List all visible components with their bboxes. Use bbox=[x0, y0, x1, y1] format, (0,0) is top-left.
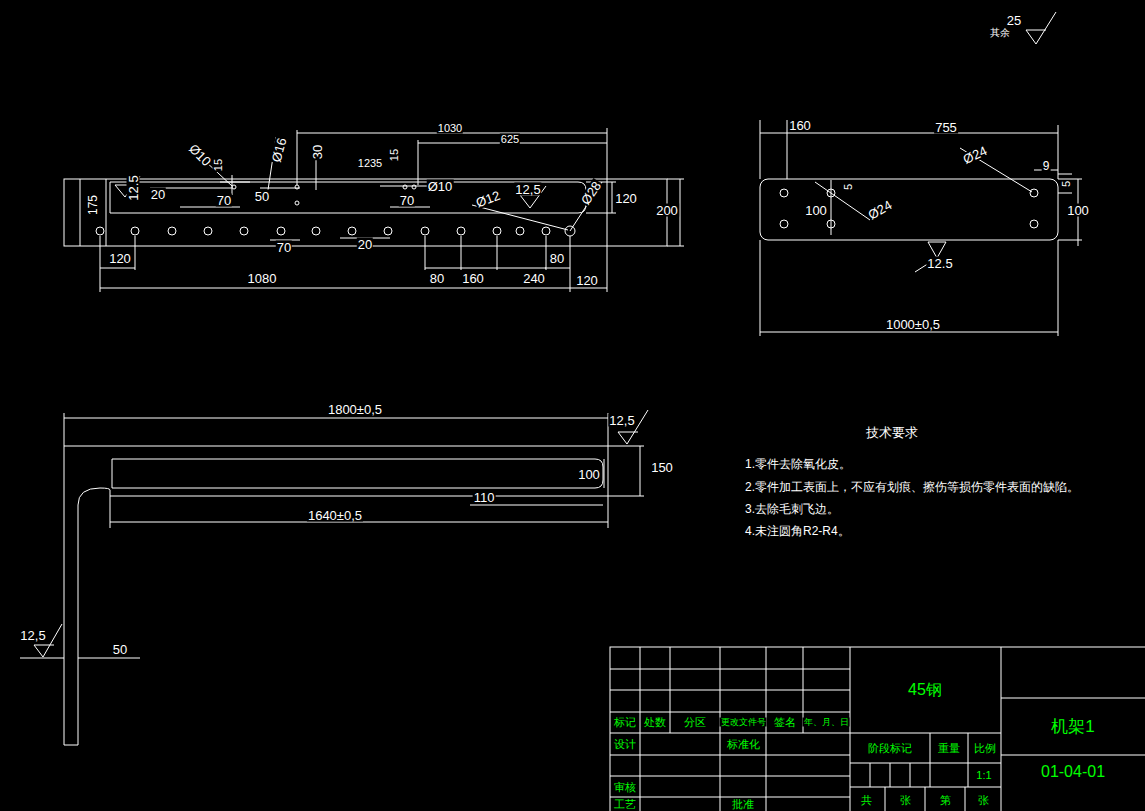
dimension-text: 1080 bbox=[247, 272, 278, 285]
title-block-text: 签名 bbox=[773, 717, 797, 728]
slot bbox=[110, 182, 586, 213]
dimension-text: 625 bbox=[500, 134, 520, 145]
dimension-text: 15 bbox=[213, 158, 224, 172]
dimension-text: 160 bbox=[461, 272, 485, 285]
title-block-text: 设计 bbox=[613, 739, 637, 750]
title-block-text: 1:1 bbox=[975, 770, 992, 781]
title-block-text: 处数 bbox=[643, 717, 667, 728]
dimension-text: 120 bbox=[108, 252, 132, 265]
dimension-text: 160 bbox=[788, 119, 812, 132]
dimension-text: 1235 bbox=[357, 158, 383, 169]
roughness-value: 25 bbox=[1006, 14, 1022, 27]
title-block-text: 重量 bbox=[937, 743, 961, 754]
dimension-text: 150 bbox=[650, 461, 674, 474]
note-text: 3.去除毛刺飞边。 bbox=[744, 503, 840, 515]
title-block-text: 共 bbox=[860, 795, 873, 806]
dimension-text: 50 bbox=[254, 190, 270, 203]
roughness-note: 其余 bbox=[989, 28, 1011, 38]
dimension-text: 240 bbox=[522, 272, 546, 285]
dimension-text: 120 bbox=[614, 192, 638, 205]
hole-row bbox=[96, 185, 575, 236]
title-block-text: 工艺 bbox=[613, 799, 637, 810]
roughness-symbol bbox=[1026, 12, 1056, 44]
dimension-lines bbox=[760, 120, 1082, 336]
slot bbox=[112, 459, 603, 488]
dimension-lines bbox=[100, 128, 684, 292]
title-block-text: 比例 bbox=[973, 743, 997, 754]
dimension-text: 755 bbox=[934, 121, 958, 134]
title-block-text: 审核 bbox=[613, 782, 637, 793]
roughness-value: 12.5 bbox=[127, 174, 140, 201]
dimension-text: 70 bbox=[216, 194, 232, 207]
title-block-grid bbox=[610, 647, 1145, 811]
dimension-text: 1800±0,5 bbox=[327, 403, 383, 416]
title-block-text: 标准化 bbox=[726, 739, 761, 750]
diameter-text: Ø10 bbox=[427, 180, 454, 193]
dimension-text: 5 bbox=[843, 183, 854, 191]
title-block-text: 更改文件号 bbox=[720, 718, 767, 727]
dimension-text: 20 bbox=[150, 188, 166, 201]
note-text: 2.零件加工表面上，不应有划痕、擦伤等损伤零件表面的缺陷。 bbox=[744, 481, 1080, 493]
dimension-text: 70 bbox=[399, 194, 415, 207]
roughness-value: 12,5 bbox=[19, 629, 46, 642]
dimension-text: 5 bbox=[1061, 180, 1072, 188]
dimension-text: 1030 bbox=[437, 123, 463, 134]
diameter-text: Ø12 bbox=[473, 188, 502, 209]
part-name: 机架1 bbox=[1050, 718, 1095, 735]
dimension-text: 1640±0,5 bbox=[307, 509, 363, 522]
title-block-text: 标记 bbox=[613, 717, 637, 728]
note-text: 4.未注圆角R2-R4。 bbox=[744, 525, 851, 537]
dimension-text: 20 bbox=[357, 238, 373, 251]
dimension-text: 100 bbox=[1066, 204, 1090, 217]
title-block-text: 第 bbox=[939, 795, 952, 806]
title-block-text: 年、月、日 bbox=[803, 718, 850, 727]
plate-outline bbox=[64, 179, 667, 246]
roughness-value: 12,5 bbox=[608, 414, 635, 427]
leader-lines bbox=[190, 137, 602, 231]
dimension-text: 200 bbox=[655, 204, 679, 217]
dimension-text: 9 bbox=[1042, 160, 1051, 172]
angle-outline bbox=[64, 446, 608, 745]
dimension-text: 100 bbox=[804, 204, 828, 217]
roughness-value: 12,5 bbox=[514, 183, 541, 196]
dimension-text: 15 bbox=[389, 148, 400, 162]
note-text: 1.零件去除氧化皮。 bbox=[744, 458, 852, 470]
dimension-text: 120 bbox=[575, 274, 599, 287]
title-block-text: 批准 bbox=[731, 799, 755, 810]
dimension-text: 1000±0,5 bbox=[885, 318, 941, 331]
leader-lines bbox=[815, 148, 1032, 220]
diameter-text: Ø16 bbox=[269, 135, 288, 164]
title-block-text: 分区 bbox=[683, 717, 707, 728]
dimension-text: 80 bbox=[549, 252, 565, 265]
title-block-text: 张 bbox=[899, 795, 912, 806]
drawing-number: 01-04-01 bbox=[1040, 764, 1106, 780]
dimension-text: 110 bbox=[473, 491, 496, 504]
dimension-text: 70 bbox=[276, 241, 292, 254]
title-block-text: 阶段标记 bbox=[867, 743, 913, 754]
diameter-text: Ø24 bbox=[865, 198, 895, 223]
roughness-value: 12.5 bbox=[926, 257, 953, 270]
dimension-text: 100 bbox=[577, 468, 601, 481]
dimension-text: 30 bbox=[311, 144, 324, 160]
material-text: 45钢 bbox=[907, 682, 943, 698]
holes bbox=[780, 189, 1038, 228]
dimension-text: 50 bbox=[112, 643, 128, 656]
dimension-text: 175 bbox=[87, 194, 99, 216]
dimension-lines bbox=[20, 413, 644, 658]
dimension-text: 80 bbox=[429, 272, 445, 285]
notes-heading: 技术要求 bbox=[865, 426, 919, 439]
title-block-text: 张 bbox=[977, 795, 990, 806]
plate-outline bbox=[760, 179, 1058, 240]
